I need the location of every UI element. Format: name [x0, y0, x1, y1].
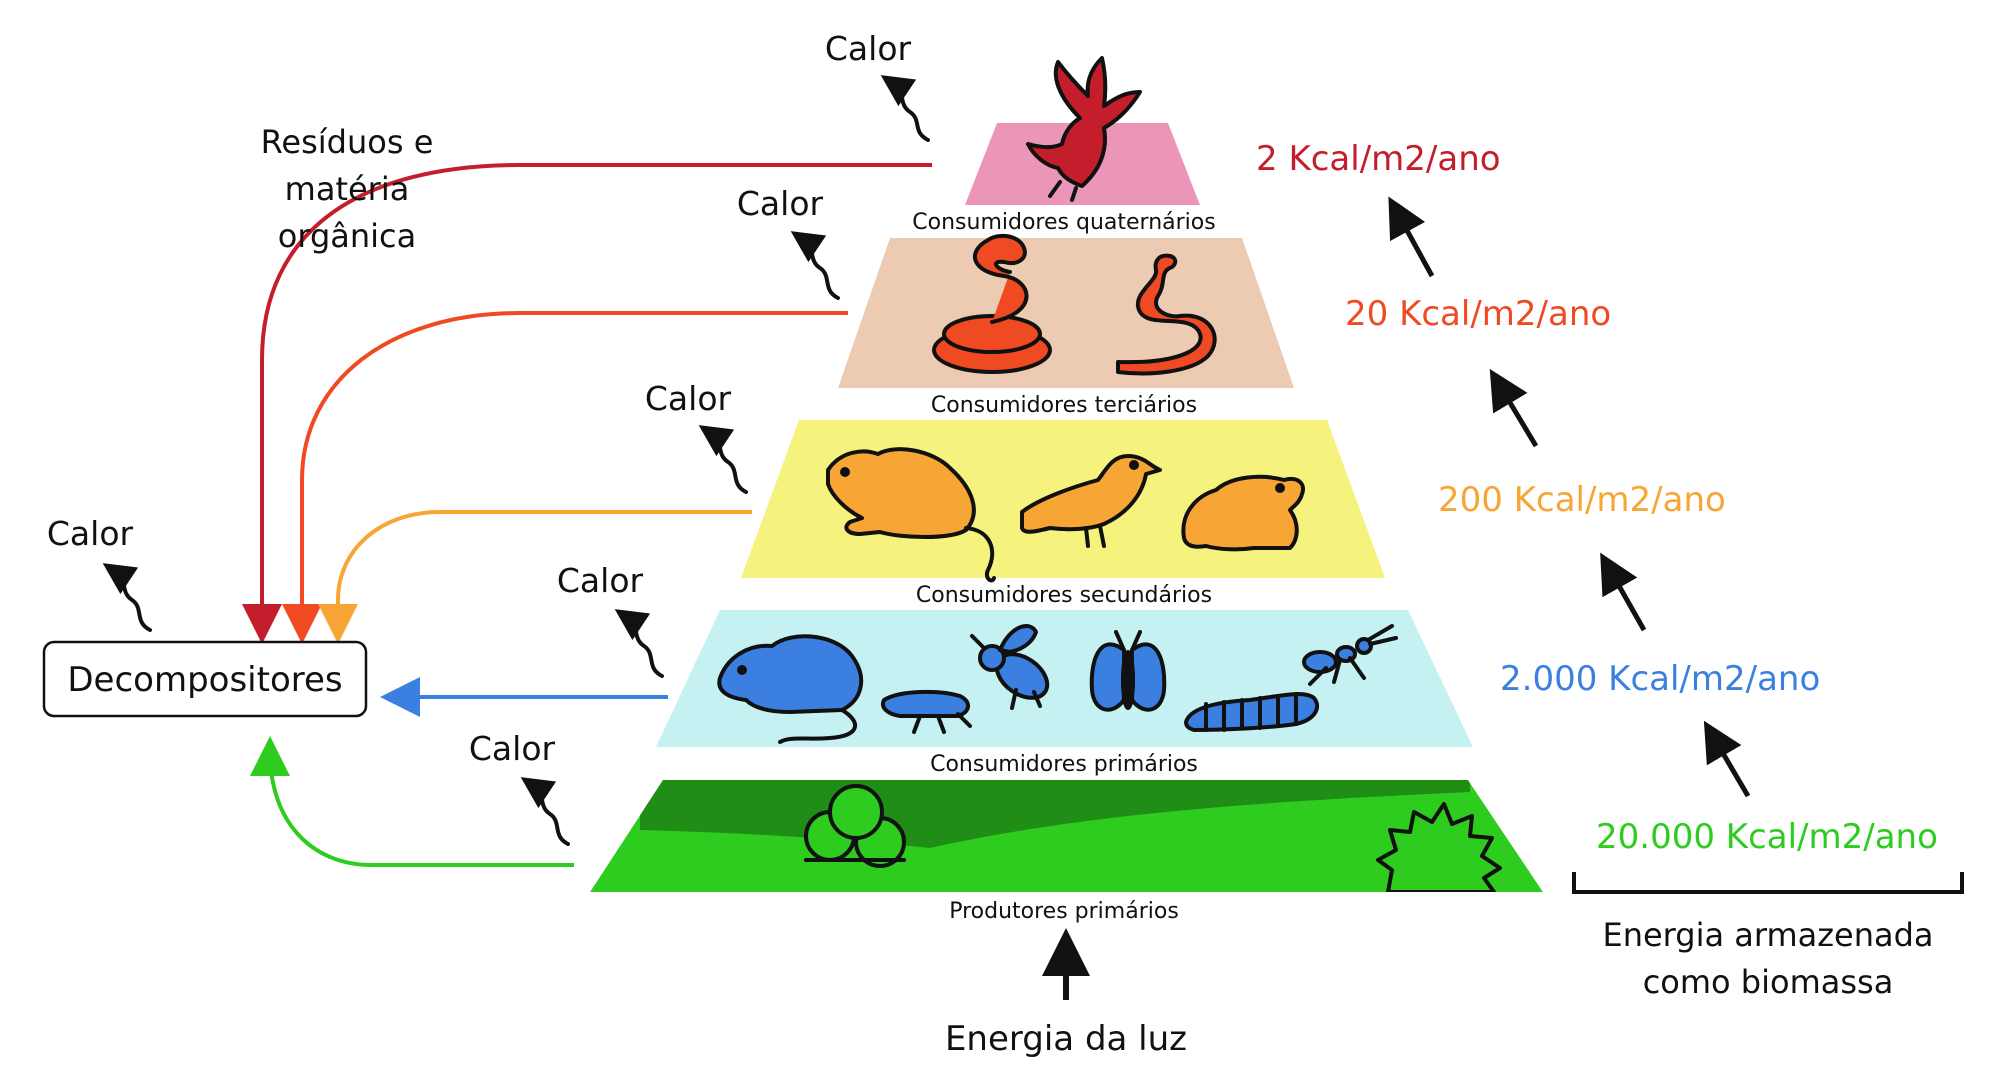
heat-label-quaternary: Calor: [825, 29, 912, 68]
biomass-label-line-2: como biomassa: [1643, 963, 1894, 1001]
moth-icon: [1089, 630, 1167, 712]
bee-icon: [970, 624, 1050, 710]
heat-arrow-primary: [614, 609, 664, 678]
tier-label-quaternary: Consumidores quaternários: [912, 210, 1215, 235]
energy-label-tertiary: 20 Kcal/m2/ano: [1345, 294, 1611, 334]
energy-label-producers: 20.000 Kcal/m2/ano: [1596, 817, 1938, 857]
residue-label-line-1: Resíduos e: [261, 123, 434, 161]
eagle-icon: [1026, 56, 1142, 202]
tier-label-producers: Produtores primários: [949, 899, 1179, 924]
energy-label-primary: 2.000 Kcal/m2/ano: [1500, 659, 1820, 699]
energy-arrow-3: [1489, 368, 1539, 448]
rat-icon: [826, 447, 996, 583]
shrub-icon: [1376, 802, 1502, 892]
heat-label-producers: Calor: [469, 729, 556, 768]
residue-arrow-producers: [250, 736, 574, 867]
residue-label-line-2: matéria: [285, 170, 410, 208]
heat-arrow-tertiary: [790, 231, 840, 300]
energy-arrow-1: [1703, 720, 1751, 798]
residue-arrow-tertiary: [282, 311, 848, 644]
biomass-label-line-1: Energia armazenada: [1602, 916, 1933, 954]
bush-icon: [804, 784, 906, 868]
heat-arrow-quaternary: [880, 75, 930, 142]
bird-icon: [1020, 454, 1162, 548]
mouse-icon: [717, 634, 863, 744]
frog-icon: [1181, 474, 1305, 552]
snake-icon: [1116, 253, 1217, 376]
biomass-bracket: [1572, 872, 1964, 894]
heat-label-decomposers: Calor: [47, 514, 134, 553]
tier-label-tertiary: Consumidores terciários: [931, 393, 1197, 418]
residue-label-line-3: orgânica: [278, 217, 416, 255]
heat-arrow-decomposers: [102, 563, 152, 632]
light-label: Energia da luz: [945, 1019, 1187, 1059]
band-tertiary: [838, 238, 1294, 388]
ant-icon: [1302, 624, 1398, 686]
energy-arrow-2: [1600, 552, 1647, 632]
energy-arrow-4: [1388, 196, 1435, 278]
tier-label-primary: Consumidores primários: [930, 752, 1198, 777]
decomposers-label: Decompositores: [67, 660, 342, 700]
leafhopper-icon: [881, 689, 972, 734]
heat-label-secondary: Calor: [645, 379, 732, 418]
energy-label-secondary: 200 Kcal/m2/ano: [1438, 480, 1726, 520]
heat-arrow-secondary: [698, 425, 748, 494]
coiled-snake-icon: [932, 233, 1052, 374]
heat-label-tertiary: Calor: [737, 184, 824, 223]
decomposers-box: [42, 640, 368, 718]
caterpillar-icon: [1184, 692, 1320, 732]
tier-label-secondary: Consumidores secundários: [916, 583, 1212, 608]
residue-arrow-quaternary: [242, 163, 932, 644]
heat-label-primary: Calor: [557, 561, 644, 600]
residue-arrow-secondary: [318, 510, 752, 644]
heat-arrow-producers: [520, 777, 570, 846]
energy-label-quaternary: 2 Kcal/m2/ano: [1256, 139, 1501, 179]
